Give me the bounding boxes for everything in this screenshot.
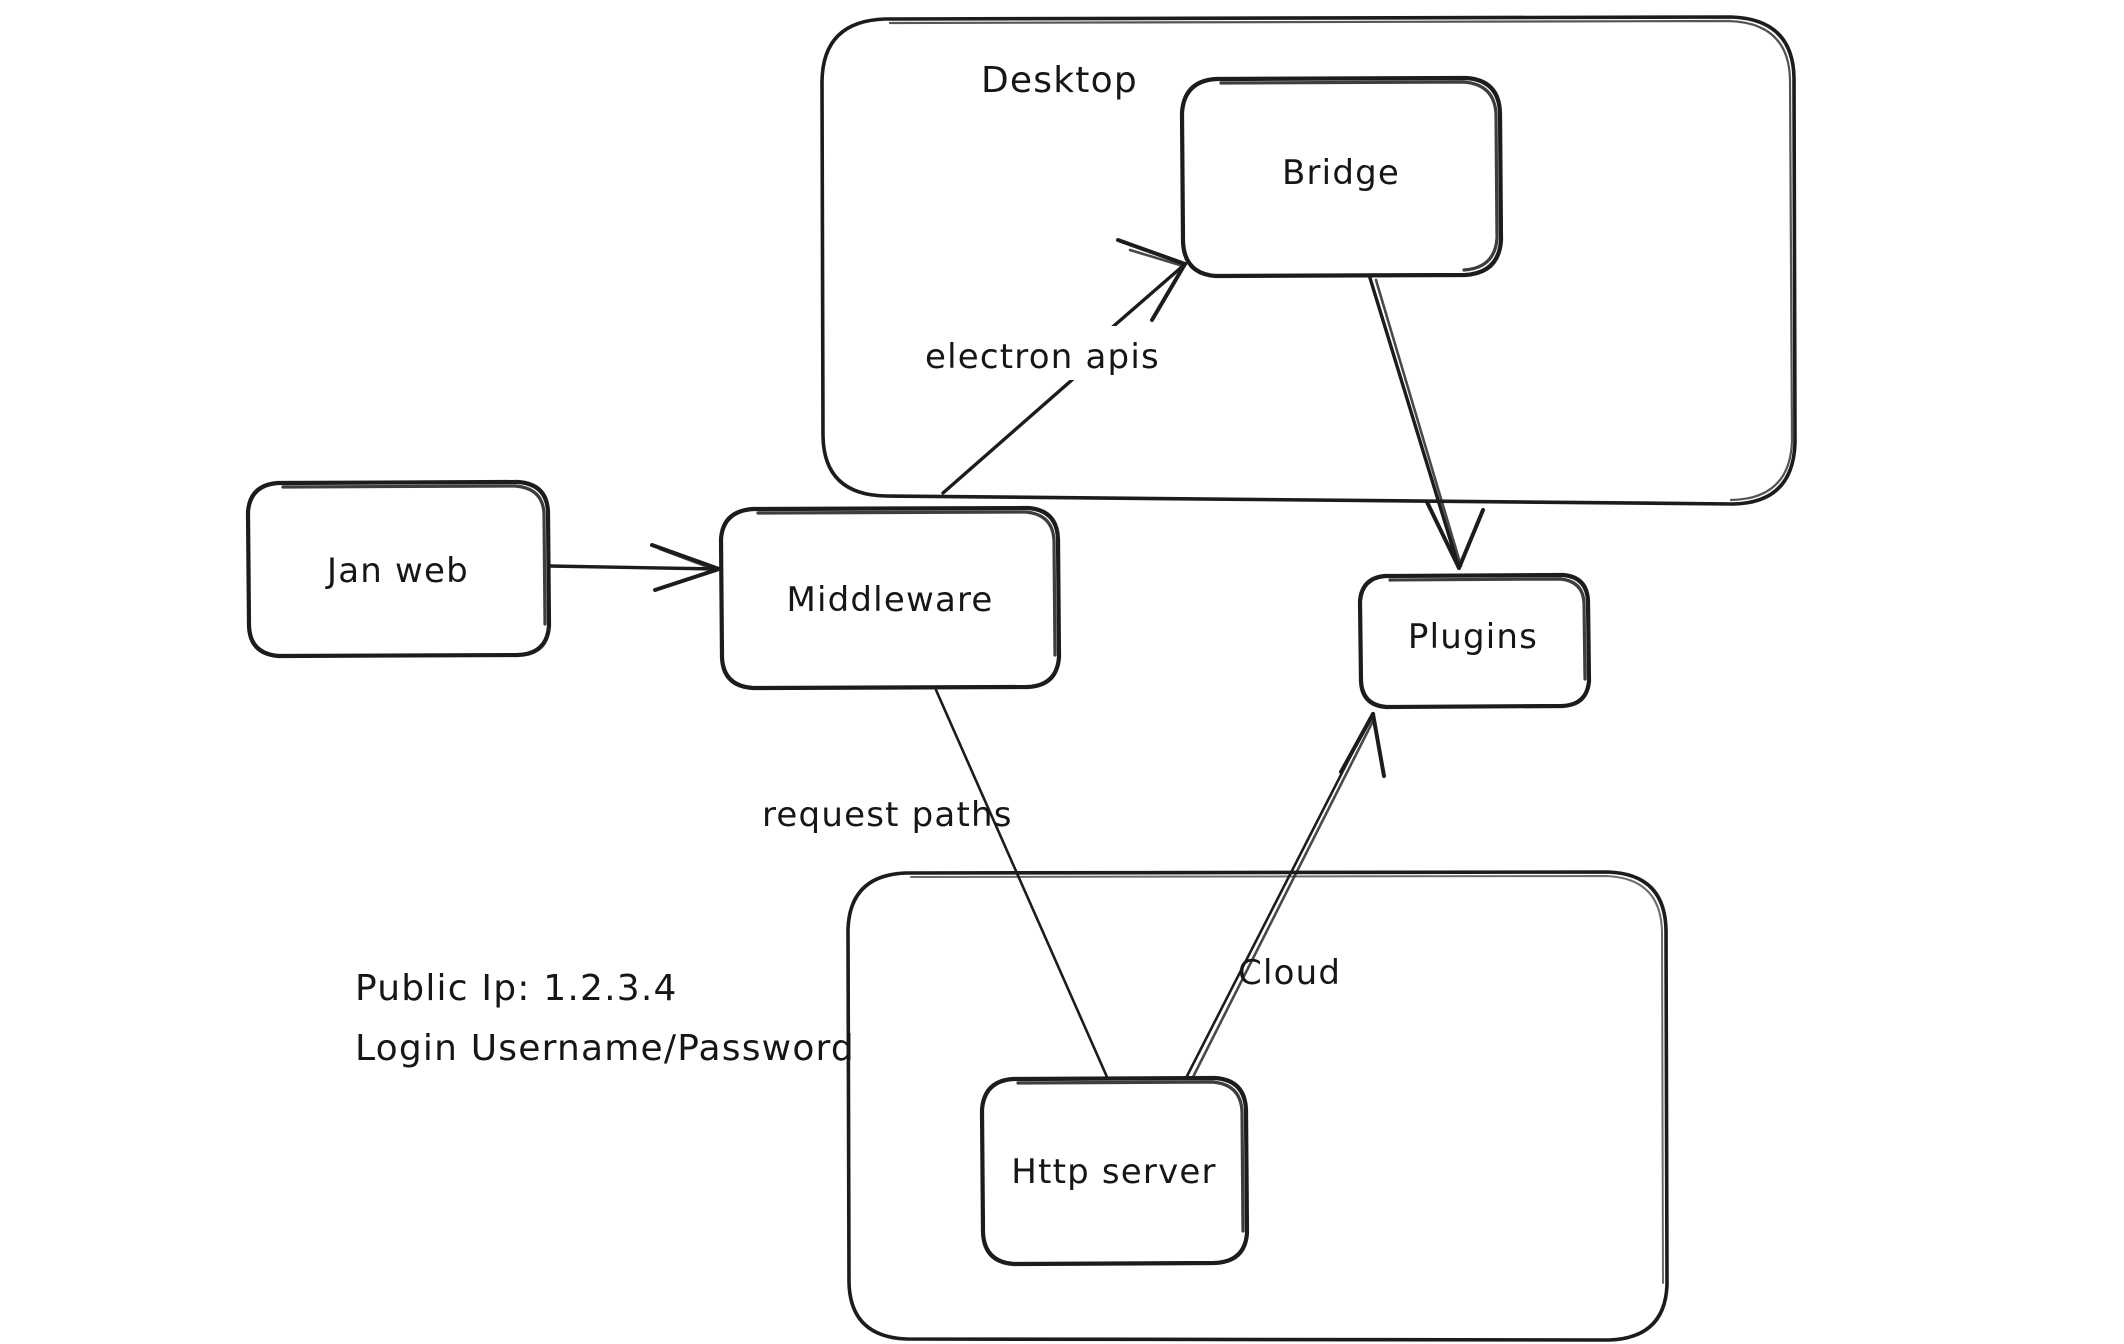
node-middleware[interactable]: Middleware (718, 505, 1062, 691)
node-label-middleware: Middleware (786, 580, 993, 620)
node-label-plugins: Plugins (1408, 617, 1538, 657)
edge-label-group-cloud: Cloud (1238, 953, 1341, 993)
edge-label-bg-electron-apis (924, 326, 1188, 380)
edge-middleware-to-bridge[interactable]: electron apis (924, 238, 1188, 495)
node-plugins[interactable]: Plugins (1357, 572, 1592, 710)
note-login: Login Username/Password (355, 1028, 855, 1069)
node-label-jan-web: Jan web (325, 551, 469, 591)
node-bridge[interactable]: Bridge (1179, 75, 1504, 279)
edge-label-electron-apis: electron apis (925, 337, 1160, 377)
container-desktop[interactable]: Desktop (820, 15, 1797, 506)
edge-httpserver-to-plugins[interactable] (1184, 712, 1386, 1081)
node-label-http-server: Http server (1011, 1152, 1216, 1192)
node-http-server[interactable]: Http server (979, 1075, 1250, 1267)
edge-bridge-to-plugins[interactable] (1368, 276, 1485, 570)
node-jan-web[interactable]: Jan web (245, 479, 552, 659)
edge-label-request-paths: request paths (762, 795, 1013, 835)
note-block: Public Ip: 1.2.3.4 Login Username/Passwo… (355, 968, 855, 1069)
edge-label-cloud: Cloud (1238, 953, 1341, 993)
container-label-desktop: Desktop (981, 60, 1138, 101)
note-public-ip: Public Ip: 1.2.3.4 (355, 968, 678, 1009)
edge-middleware-to-httpserver[interactable] (934, 688, 1109, 1079)
edge-label-group-request-paths: request paths (762, 795, 1013, 835)
node-label-bridge: Bridge (1282, 153, 1400, 193)
container-cloud[interactable] (846, 870, 1669, 1342)
edge-janweb-to-middleware[interactable] (547, 543, 721, 592)
